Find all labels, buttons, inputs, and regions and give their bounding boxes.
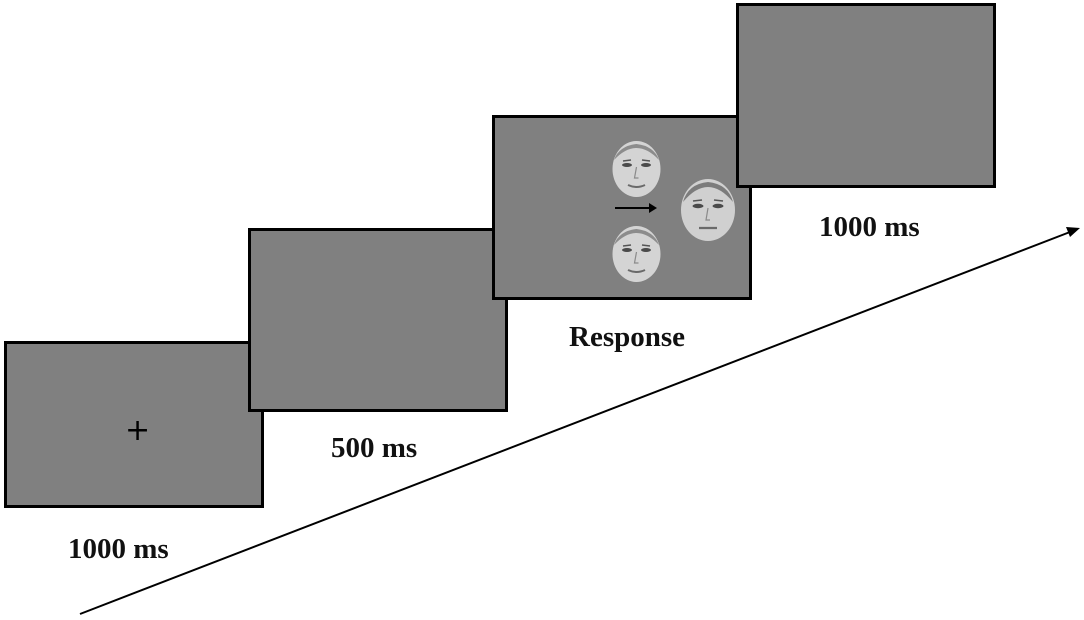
response-screen	[492, 115, 752, 300]
fixation-cross-icon: +	[125, 413, 151, 448]
target-face-icon	[681, 179, 735, 241]
response-label: Response	[569, 321, 686, 353]
blank-duration-label: 500 ms	[331, 432, 418, 464]
bottom-face-icon	[612, 226, 661, 282]
cue-arrow-icon	[615, 203, 657, 213]
inter-trial-duration-label: 1000 ms	[819, 211, 920, 243]
fixation-duration-label: 1000 ms	[68, 533, 169, 565]
blank-screen	[248, 228, 508, 412]
top-face-icon	[612, 141, 661, 197]
inter-trial-screen	[736, 3, 996, 188]
fixation-screen: +	[4, 341, 264, 508]
